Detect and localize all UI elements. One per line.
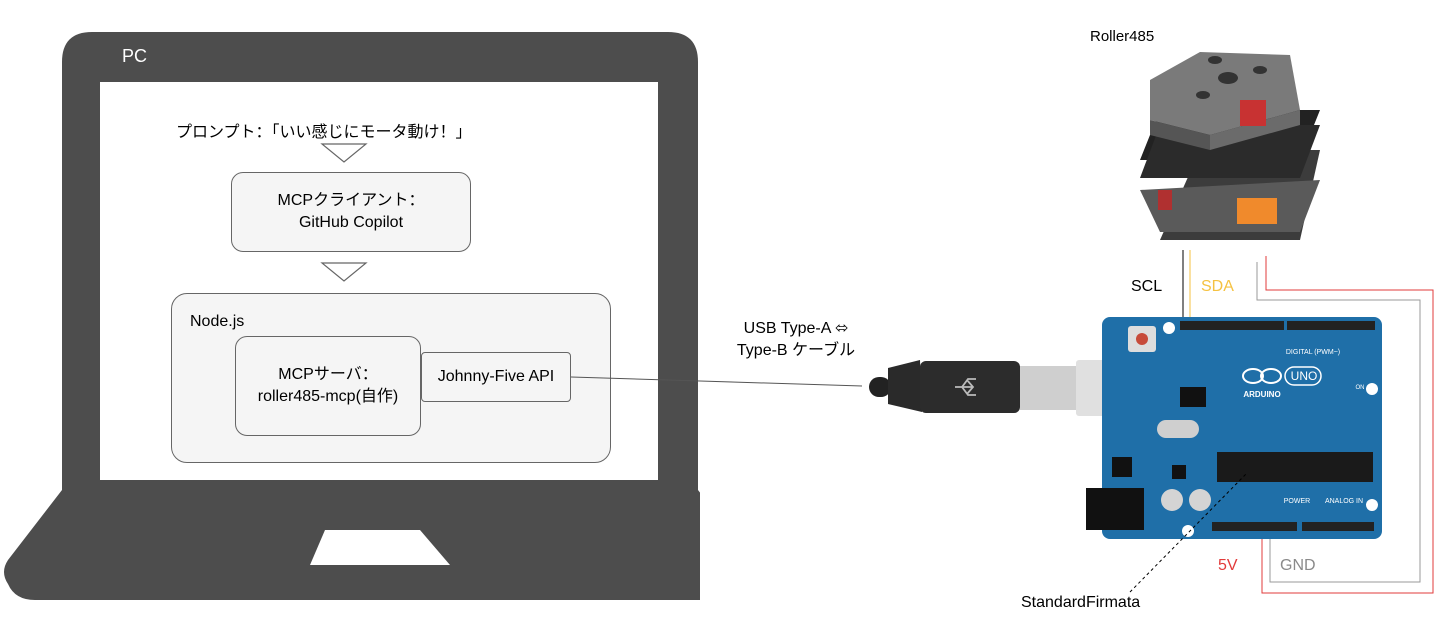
mcp-server-box: MCPサーバ： roller485-mcp(自作) <box>235 336 421 436</box>
touchpad <box>310 530 450 565</box>
usb-cable-line2: Type-B ケーブル <box>736 342 856 359</box>
nodejs-label: Node.js <box>190 313 245 330</box>
firmata-label: StandardFirmata <box>1021 594 1141 611</box>
arrow-down-icon <box>320 262 368 282</box>
arduino-brand: ARDUINO <box>1243 390 1280 399</box>
gnd-label: GND <box>1280 557 1316 574</box>
sda-label: SDA <box>1201 278 1234 295</box>
arduino-model: UNO <box>1291 369 1318 383</box>
v5-wire <box>1261 256 1434 594</box>
arduino-power-label: POWER <box>1284 498 1310 505</box>
arduino-digital-label: DIGITAL (PWM~) <box>1286 349 1340 356</box>
usb-cable-label: USB Type-A ⬄ Type-B ケーブル <box>731 318 861 362</box>
v5-label: 5V <box>1218 557 1238 574</box>
gnd-wire <box>1256 262 1421 583</box>
johnny-five-box: Johnny-Five API <box>421 352 571 402</box>
scl-label: SCL <box>1131 278 1163 295</box>
mcp-server-line2: roller485-mcp(自作) <box>257 388 399 405</box>
pc-label: PC <box>122 46 148 66</box>
arduino-analog-label: ANALOG IN <box>1325 498 1363 505</box>
mcp-client-line1: MCPクライアント： <box>277 192 425 209</box>
connection-line <box>570 376 863 387</box>
roller485-label: Roller485 <box>1090 28 1155 45</box>
hardware-diagram: UNO ARDUINO DIGITAL (PWM~) POWER ANALOG … <box>570 52 1434 594</box>
mcp-client-box: MCPクライアント： GitHub Copilot <box>231 172 471 252</box>
roller485-motor-icon <box>1140 52 1320 240</box>
arduino-on-label: ON <box>1356 385 1365 391</box>
arrow-down-icon <box>320 143 368 163</box>
arduino-uno-board-icon <box>1086 317 1382 539</box>
prompt-text: プロンプト：「いい感じにモータ動け！」 <box>176 124 472 141</box>
mcp-client-line2: GitHub Copilot <box>298 214 404 231</box>
mcp-server-line1: MCPサーバ： <box>278 366 378 383</box>
usb-cable-line1: USB Type-A ⬄ <box>743 320 849 337</box>
johnny-five-label: Johnny-Five API <box>437 368 555 385</box>
